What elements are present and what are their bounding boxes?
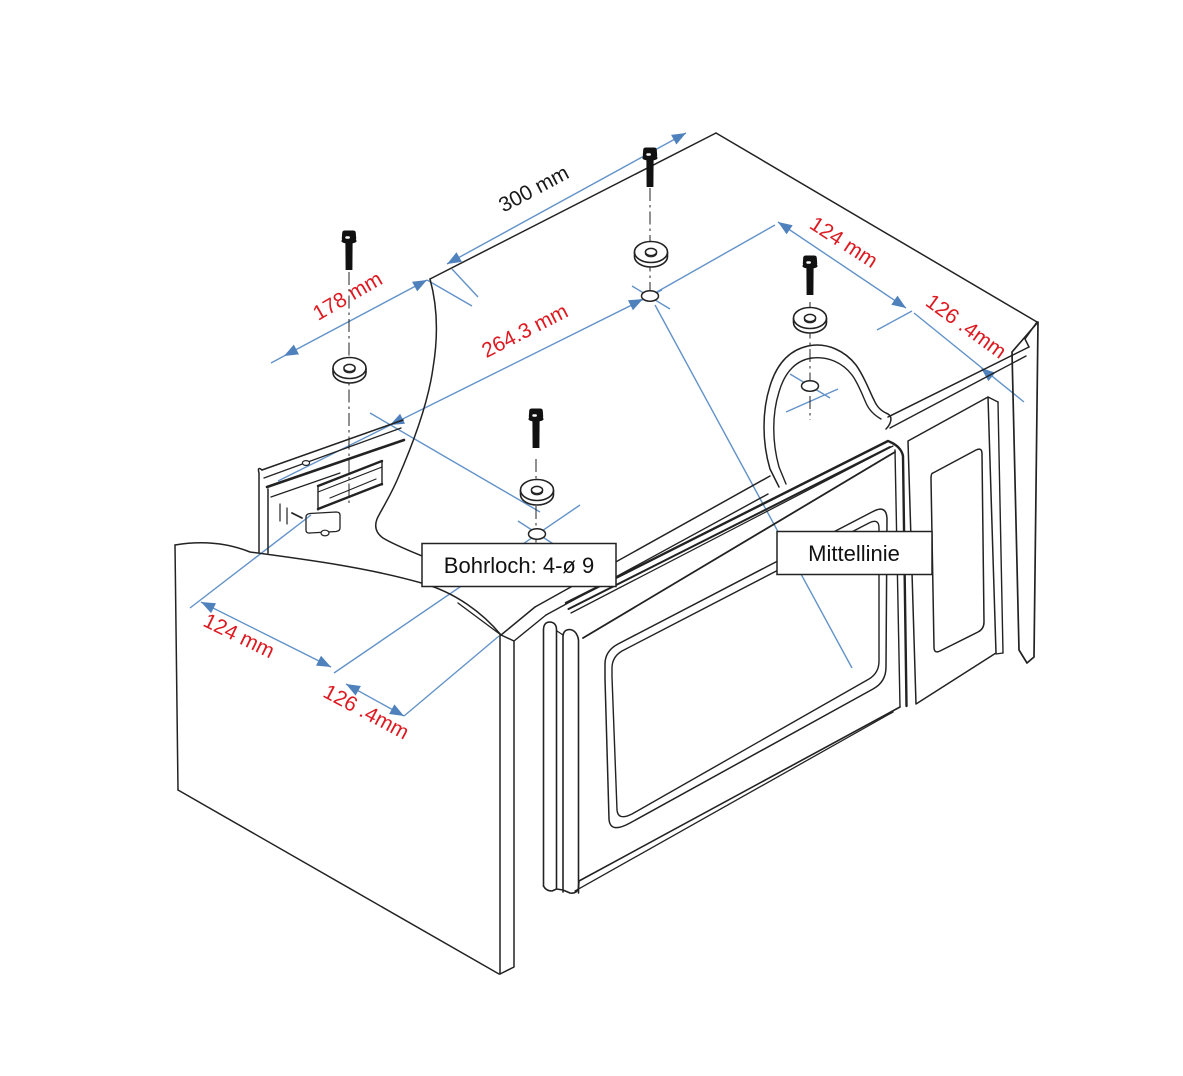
svg-text:Mittellinie: Mittellinie <box>808 541 900 566</box>
svg-text:Bohrloch: 4-ø 9: Bohrloch: 4-ø 9 <box>444 553 594 578</box>
